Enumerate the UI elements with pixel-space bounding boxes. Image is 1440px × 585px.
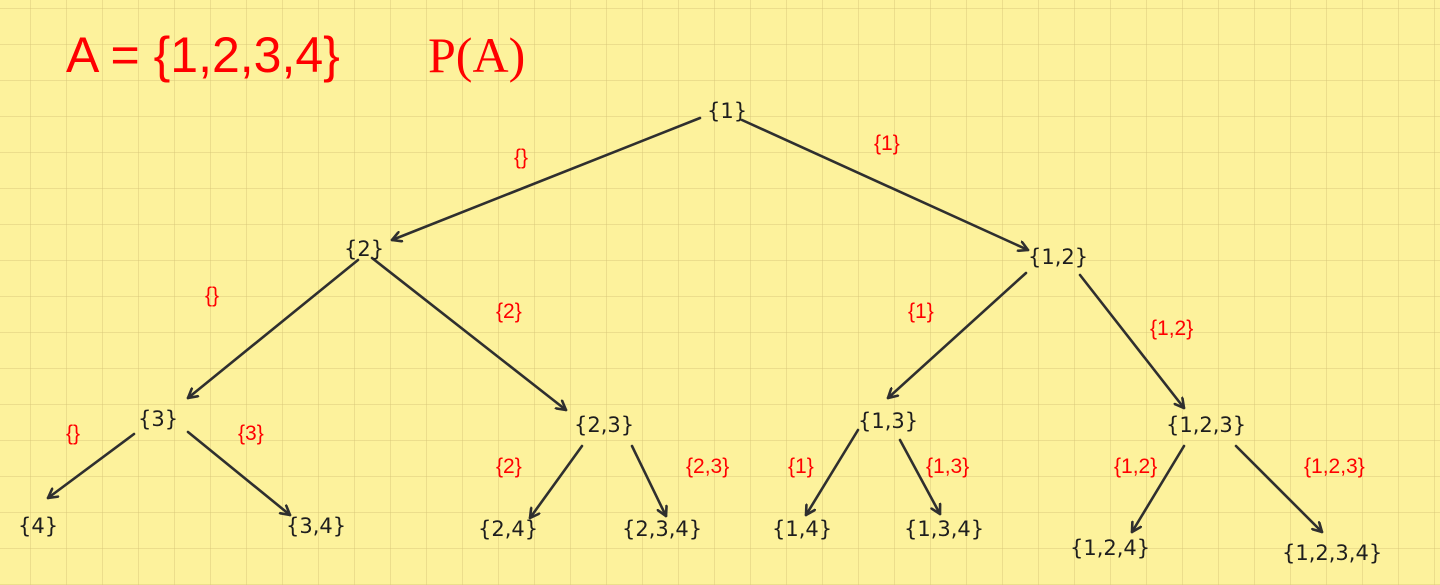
edge-3-to-34 <box>186 430 292 517</box>
edge-13-to-14 <box>804 428 860 517</box>
edge-2-to-3 <box>186 258 360 400</box>
edge-label-23-to-24: {2} <box>496 455 522 478</box>
edge-1-to-12 <box>740 118 1030 250</box>
edge-2-to-23 <box>370 256 568 412</box>
node-24: {2,4} <box>478 517 538 541</box>
edge-label-1-to-2: {} <box>514 146 528 169</box>
edge-123-to-1234 <box>1234 444 1324 534</box>
edge-13-to-134 <box>898 438 940 516</box>
node-34: {3,4} <box>286 514 346 538</box>
node-23: {2,3} <box>574 413 634 437</box>
edge-label-3-to-34: {3} <box>238 422 264 445</box>
node-134: {1,3,4} <box>904 517 984 541</box>
node-234: {2,3,4} <box>622 517 702 541</box>
edge-1-to-2 <box>390 116 702 240</box>
node-1234: {1,2,3,4} <box>1282 541 1382 565</box>
edge-label-123-to-124: {1,2} <box>1114 455 1157 478</box>
node-13: {1,3} <box>858 409 918 433</box>
edge-label-123-to-1234: {1,2,3} <box>1304 455 1365 478</box>
edge-label-13-to-14: {1} <box>788 455 814 478</box>
edge-123-to-124 <box>1130 444 1186 534</box>
edge-23-to-24 <box>528 444 584 520</box>
node-4: {4} <box>18 514 58 538</box>
node-123: {1,2,3} <box>1166 413 1246 437</box>
edge-label-13-to-134: {1,3} <box>926 455 969 478</box>
node-3: {3} <box>138 407 178 431</box>
node-14: {1,4} <box>772 517 832 541</box>
edge-label-2-to-23: {2} <box>496 300 522 323</box>
edge-label-12-to-123: {1,2} <box>1150 317 1193 340</box>
edge-label-23-to-234: {2,3} <box>686 455 729 478</box>
set-definition-title: A = {1,2,3,4} <box>66 27 340 83</box>
node-1: {1} <box>707 99 747 123</box>
edge-12-to-13 <box>886 271 1028 400</box>
node-2: {2} <box>344 237 384 261</box>
node-124: {1,2,4} <box>1070 536 1150 560</box>
edge-label-12-to-13: {1} <box>908 300 934 323</box>
edge-12-to-123 <box>1078 273 1186 410</box>
power-set-title: P(A) <box>428 27 526 83</box>
edge-label-1-to-12: {1} <box>874 132 900 155</box>
node-12: {1,2} <box>1028 245 1088 269</box>
edge-label-2-to-3: {} <box>205 284 219 307</box>
edge-label-3-to-4: {} <box>66 422 80 445</box>
edge-3-to-4 <box>46 432 136 500</box>
edge-23-to-234 <box>630 444 666 518</box>
